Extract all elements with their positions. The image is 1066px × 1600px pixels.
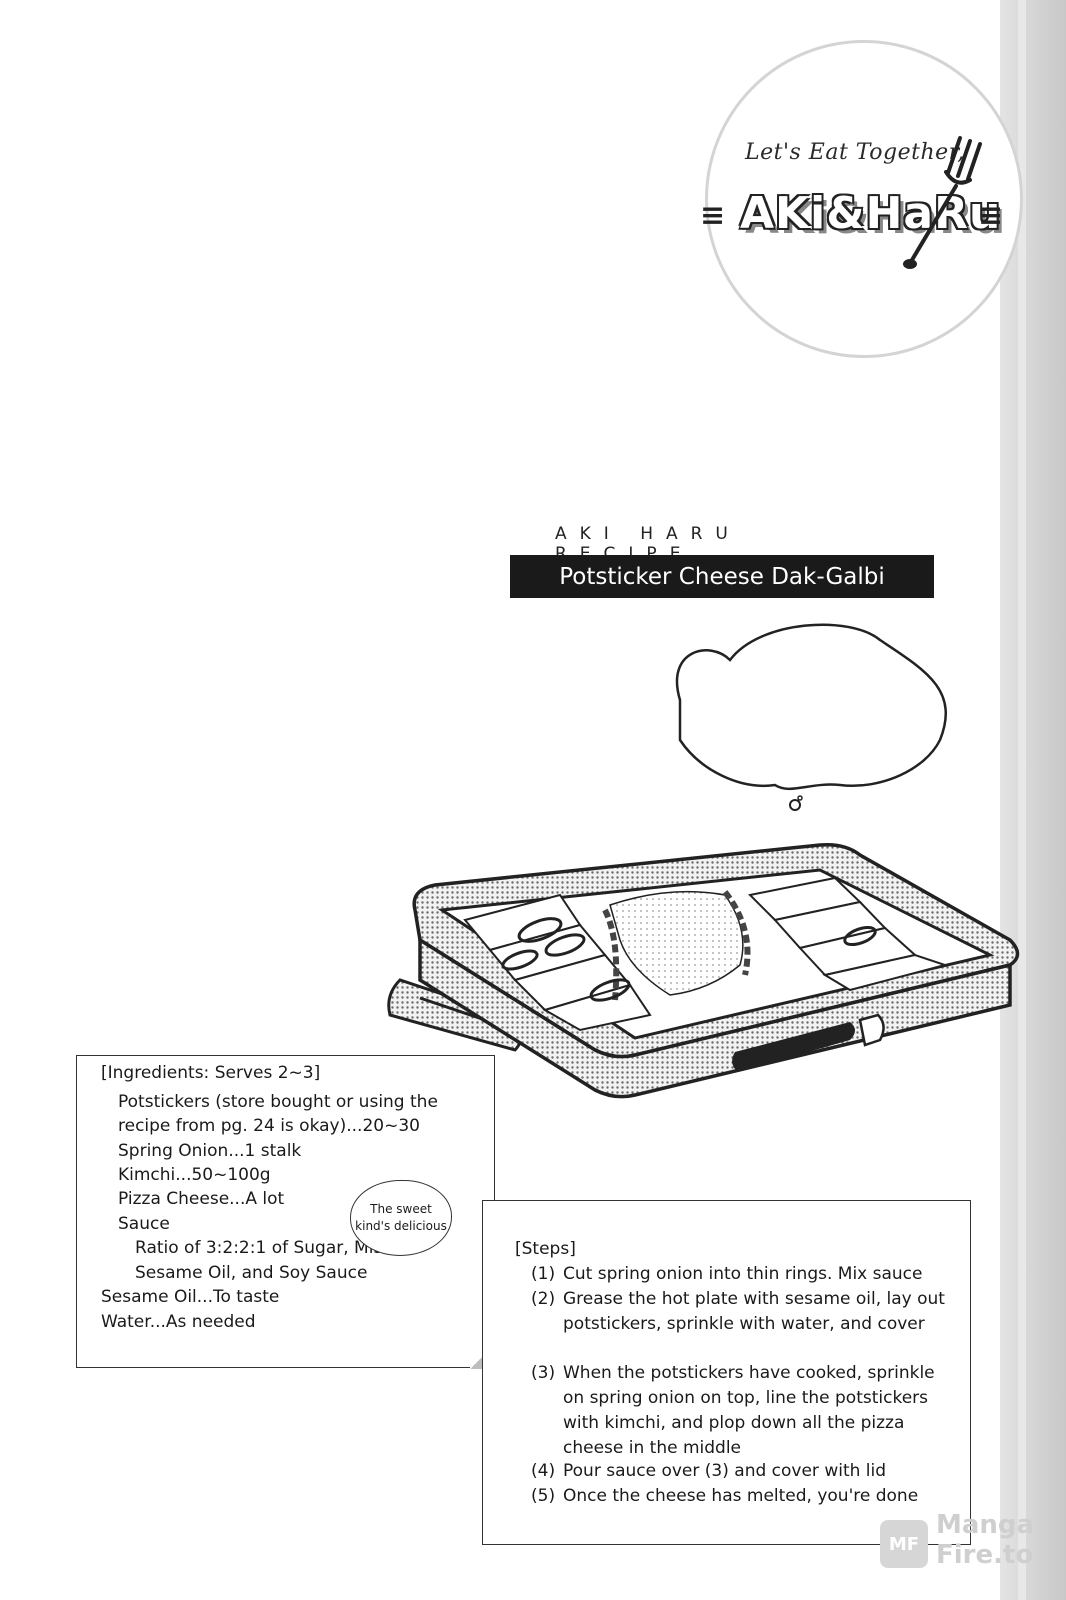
step-item: (2) Grease the hot plate with sesame oil… <box>531 1287 951 1337</box>
logo-dash-left-icon: ≡ <box>700 198 726 233</box>
recipe-title: Potsticker Cheese Dak-Galbi <box>510 555 934 598</box>
step-text: When the potstickers have cooked, sprink… <box>563 1363 935 1458</box>
ingredients-box: [Ingredients: Serves 2~3] Potstickers (s… <box>76 1055 496 1369</box>
watermark-logo-icon: MF <box>880 1520 928 1568</box>
step-item: (1) Cut spring onion into thin rings. Mi… <box>531 1262 951 1287</box>
step-number: (5) <box>531 1486 556 1506</box>
ingredient-line: Kimchi...50~100g <box>118 1165 271 1185</box>
ingredient-line: Spring Onion...1 stalk <box>118 1141 302 1161</box>
speech-bubble-text: The sweet kind's delicious <box>355 1202 447 1233</box>
step-item: (5) Once the cheese has melted, you're d… <box>531 1484 951 1509</box>
step-text: Once the cheese has melted, you're done <box>563 1486 919 1506</box>
ingredients-header: [Ingredients: Serves 2~3] <box>101 1063 321 1083</box>
ingredient-line: Ratio of 3:2:2:1 of Sugar, Miso, <box>135 1238 399 1258</box>
ingredient-line: Sauce <box>118 1214 170 1234</box>
step-number: (4) <box>531 1461 556 1481</box>
watermark: MF Manga Fire.to <box>880 1500 1040 1580</box>
thought-bubble <box>675 623 947 791</box>
logo-dash-right-icon: ≡ <box>978 198 1004 233</box>
ingredient-line: Potstickers (store bought or using the <box>118 1092 438 1112</box>
step-number: (2) <box>531 1289 556 1309</box>
speech-bubble-note: The sweet kind's delicious <box>350 1180 452 1256</box>
fork-icon <box>903 136 982 269</box>
ingredient-line: Sesame Oil...To taste <box>101 1287 280 1307</box>
step-item: (4) Pour sauce over (3) and cover with l… <box>531 1459 951 1484</box>
logo-title: AKi&HaRu <box>740 188 1002 239</box>
step-text: Pour sauce over (3) and cover with lid <box>563 1461 887 1481</box>
ingredient-line: Pizza Cheese...A lot <box>118 1189 285 1209</box>
steps-header: [Steps] <box>515 1239 576 1259</box>
step-number: (3) <box>531 1363 556 1383</box>
step-item: (3) When the potstickers have cooked, sp… <box>531 1361 951 1461</box>
watermark-line1: Manga <box>936 1510 1035 1540</box>
logo-circle <box>705 40 1023 358</box>
page-edge-strip <box>1000 0 1066 1600</box>
step-number: (1) <box>531 1264 556 1284</box>
steps-box: [Steps] (1) Cut spring onion into thin r… <box>482 1200 971 1545</box>
logo-tagline: Let's Eat Together, <box>745 140 965 165</box>
watermark-line2: Fire.to <box>936 1540 1034 1570</box>
hot-plate-illustration <box>387 623 1020 1099</box>
ingredient-line: Water...As needed <box>101 1312 256 1332</box>
ingredient-line: Sesame Oil, and Soy Sauce <box>135 1263 368 1283</box>
recipe-title-text: Potsticker Cheese Dak-Galbi <box>559 563 885 590</box>
step-text: Grease the hot plate with sesame oil, la… <box>563 1289 945 1334</box>
ingredient-line: recipe from pg. 24 is okay)...20~30 <box>118 1116 420 1136</box>
step-text: Cut spring onion into thin rings. Mix sa… <box>563 1264 923 1284</box>
